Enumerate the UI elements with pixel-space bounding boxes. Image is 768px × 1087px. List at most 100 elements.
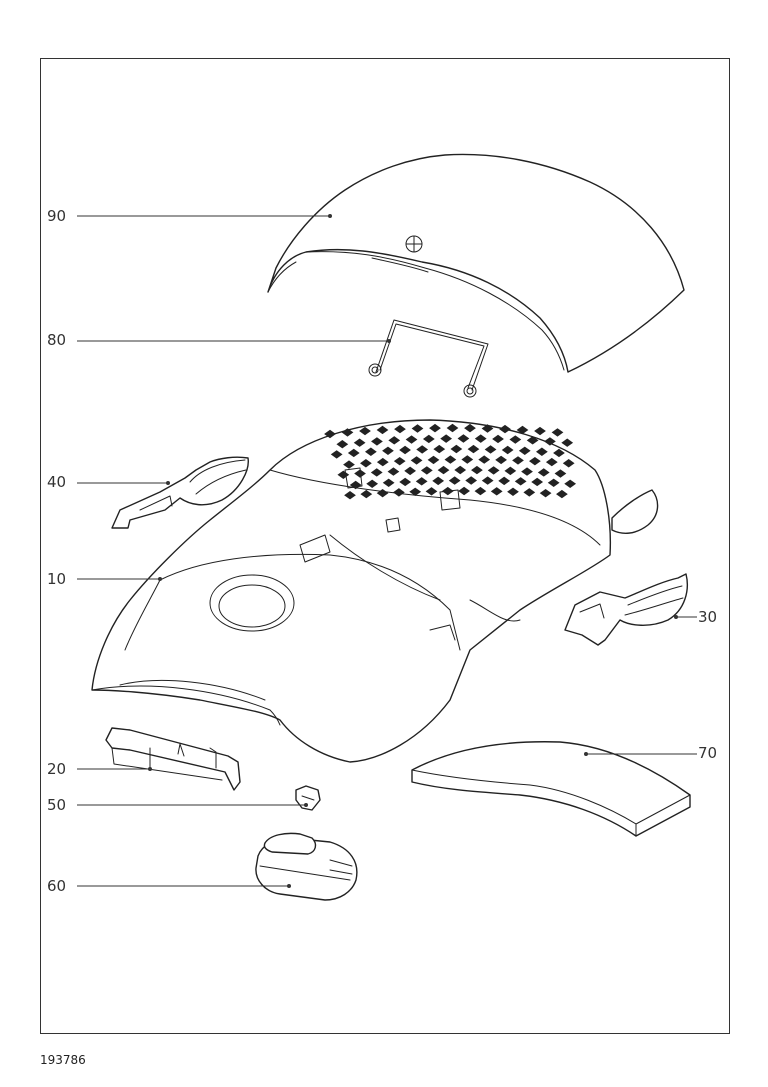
grille-slot	[446, 423, 459, 433]
grille-slot	[432, 476, 445, 486]
grille-slot	[490, 487, 503, 496]
grille-slot	[551, 428, 564, 437]
part-50-clip	[295, 785, 321, 811]
grille-slot	[554, 469, 567, 478]
grille-slot	[393, 456, 406, 466]
drawing-frame	[40, 58, 730, 1034]
grille-slot	[467, 444, 480, 454]
grille-slot	[534, 426, 546, 436]
grille-slot	[388, 436, 401, 445]
grille-slot	[512, 456, 524, 465]
grille-slot	[405, 435, 418, 444]
part-60-handle	[255, 832, 358, 901]
grille-slot	[507, 487, 519, 496]
grille-slot	[359, 426, 371, 436]
grille-slot	[474, 434, 487, 443]
drawing-number: 193786	[40, 1053, 86, 1067]
grille-slot	[481, 424, 494, 433]
grille-slot	[399, 445, 411, 455]
grille-slot	[514, 477, 527, 486]
grille-slot	[376, 488, 389, 498]
grille-slot	[545, 457, 558, 467]
grille-slot	[498, 476, 511, 486]
callout-dot-30	[674, 615, 678, 619]
callout-dot-80	[387, 339, 391, 343]
grille-slot	[382, 478, 395, 487]
grille-slot	[492, 434, 504, 444]
grille-slot	[521, 467, 533, 476]
grille-slot	[544, 437, 556, 446]
grille-slot	[461, 455, 474, 464]
callout-dot-90	[328, 214, 332, 218]
callout-label-60: 60	[47, 877, 66, 895]
callout-dot-40	[166, 481, 170, 485]
part-10-main-housing	[91, 419, 612, 763]
grille-slot	[448, 476, 461, 485]
grille-slot	[425, 487, 438, 496]
grille-slot	[531, 477, 544, 487]
grille-slot	[416, 445, 429, 454]
grille-slot	[415, 477, 428, 486]
grille-slot	[349, 480, 362, 490]
grille-slot	[360, 459, 372, 468]
callout-label-40: 40	[47, 473, 66, 491]
callout-label-20: 20	[47, 760, 66, 778]
grille-slot	[324, 429, 336, 439]
grille-slot	[364, 447, 377, 456]
callout-label-30: 30	[698, 608, 717, 626]
callout-label-50: 50	[47, 796, 66, 814]
grille-slot	[433, 444, 446, 454]
grille-slot	[556, 489, 568, 499]
callout-dot-60	[287, 884, 291, 888]
grille-slot	[481, 476, 494, 485]
grille-slot	[509, 435, 522, 444]
grille-slot	[376, 425, 389, 435]
grille-slot	[539, 488, 552, 498]
grille-slot	[409, 487, 422, 496]
grille-slot	[484, 445, 497, 454]
grille-slot	[553, 448, 565, 458]
callout-label-70: 70	[698, 744, 717, 762]
grille-slot	[474, 486, 487, 496]
grille-slot	[370, 468, 383, 477]
grille-slot	[523, 488, 536, 497]
grille-slot	[422, 434, 435, 444]
grille-slot	[454, 465, 467, 475]
grille-slot	[464, 423, 476, 433]
grille-slot	[487, 466, 500, 475]
part-30-right-hinge	[564, 489, 688, 646]
grille-slot	[420, 466, 433, 475]
grille-slot	[450, 444, 463, 454]
grille-slot	[399, 477, 412, 487]
grille-slot	[387, 467, 400, 476]
grille-slot	[394, 424, 406, 434]
grille-slot	[526, 436, 539, 445]
grille-slot	[366, 479, 379, 489]
grille-slot	[344, 491, 356, 500]
grille-slot	[535, 447, 548, 456]
grille-slot	[411, 424, 424, 433]
grille-slot	[562, 459, 575, 468]
grille-slot	[353, 438, 366, 447]
grille-slot	[429, 423, 441, 433]
grille-slot	[371, 437, 383, 446]
grille-slot	[529, 456, 541, 466]
grille-slot	[478, 455, 491, 464]
part-90-top-cover	[267, 153, 685, 373]
grille-slot	[336, 440, 349, 449]
grille-slot	[547, 478, 560, 487]
grille-slot	[471, 465, 483, 475]
grille-slot	[501, 445, 514, 455]
grille-slot	[354, 469, 366, 478]
grille-slot	[564, 479, 577, 489]
grille-slot	[437, 465, 450, 475]
grille-slot	[457, 434, 470, 443]
grille-slot	[360, 489, 373, 499]
grille-slot	[495, 455, 507, 465]
grille-slot	[444, 455, 457, 464]
grille-slot	[441, 486, 454, 496]
grille-slot	[537, 468, 550, 477]
grille-slot	[404, 466, 417, 476]
